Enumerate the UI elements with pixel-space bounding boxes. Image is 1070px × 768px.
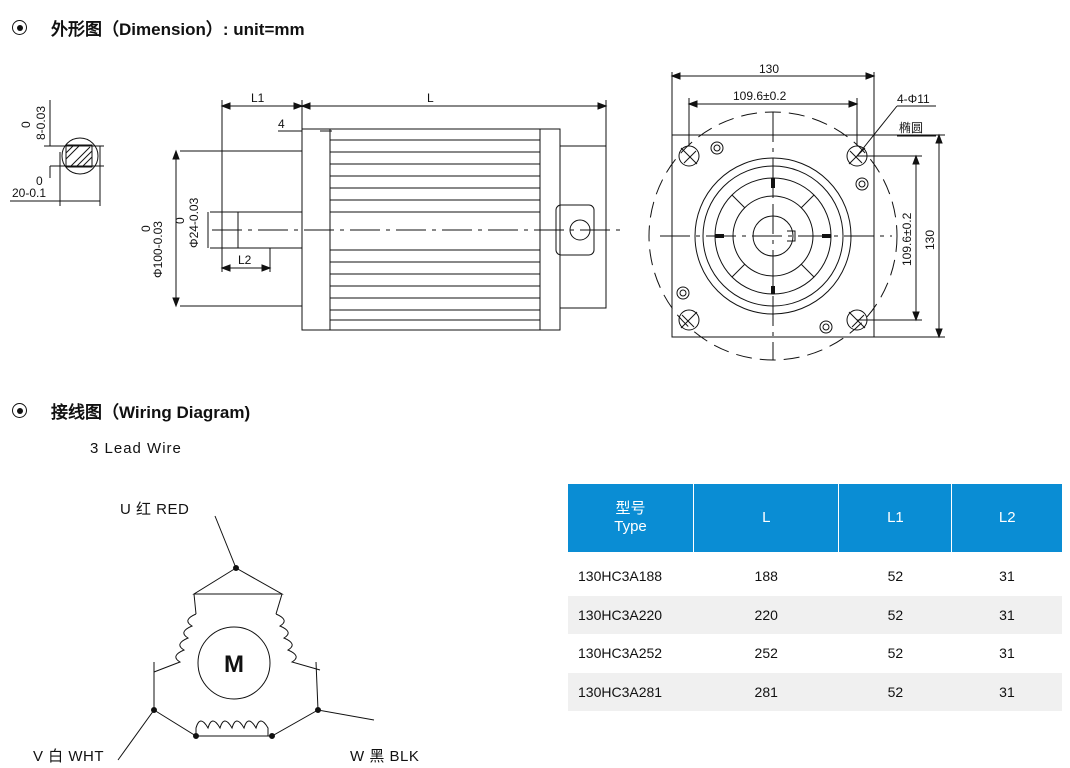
front-vert-spacing: 109.6±0.2 (900, 212, 914, 266)
cell-L2: 31 (951, 552, 1062, 596)
cell-L1: 52 (838, 595, 952, 634)
dim-L: L (427, 91, 434, 105)
table-row: 130HC3A281 281 52 31 (568, 672, 1062, 711)
motor-front-view: 130 109.6±0.2 4-Φ11 椭圆 109.6±0.2 130 (648, 62, 945, 361)
lead-w-label: W 黑 BLK (350, 748, 420, 765)
wiring-subtitle: 3 Lead Wire (90, 440, 182, 457)
cell-type: 130HC3A252 (568, 634, 694, 673)
dim-dia24-upper: 0 (173, 217, 187, 224)
wiring-heading-text: 接线图（Wiring Diagram) (51, 403, 251, 422)
depth-tol-label: 20-0.1 (12, 186, 46, 200)
coil-right (275, 613, 321, 671)
front-width-total: 130 (759, 62, 779, 76)
spec-table: 型号 Type L L1 L2 130HC3A188 188 52 31 130… (568, 484, 1062, 711)
wiring-diagram: M (117, 515, 375, 761)
header-type-cn: 型号 (615, 500, 646, 517)
header-L: L (692, 484, 839, 552)
lead-u-line (214, 515, 237, 569)
motor-symbol (197, 626, 271, 700)
front-ellipse-label: 椭圆 (899, 120, 923, 135)
dim-dia100-upper: 0 (139, 225, 153, 232)
shaft-circle (61, 137, 99, 175)
cell-L: 281 (693, 672, 839, 711)
cell-L: 220 (693, 595, 839, 634)
header-type: 型号 Type (568, 484, 694, 552)
spec-table-header: 型号 Type L L1 L2 (568, 484, 1062, 552)
dim-four: 4 (278, 117, 285, 131)
bullet-circle-icon (12, 403, 27, 418)
shaft-section: 8-0.03 0 20-0.1 0 (10, 100, 104, 206)
depth-upper-label: 0 (36, 174, 43, 188)
key-upper-label: 0 (19, 121, 33, 128)
bullet-circle-icon (12, 20, 27, 35)
cell-L1: 52 (838, 672, 952, 711)
cell-L2: 31 (951, 595, 1062, 634)
cell-type: 130HC3A220 (568, 595, 694, 634)
shaft-key-hatch (65, 144, 93, 168)
dimension-heading-text: 外形图（Dimension）: unit=mm (51, 20, 305, 39)
front-vert-total: 130 (923, 230, 937, 250)
cell-L2: 31 (951, 672, 1062, 711)
cell-type: 130HC3A281 (568, 672, 694, 711)
cell-L1: 52 (838, 634, 952, 673)
motor-label: M (224, 651, 244, 678)
header-L1: L1 (838, 484, 952, 552)
dim-dia24: Φ24-0.03 (187, 197, 201, 248)
table-row: 130HC3A220 220 52 31 (568, 595, 1062, 634)
key-tol-label: 8-0.03 (34, 106, 48, 140)
lead-u-label: U 红 RED (120, 501, 190, 518)
cell-L2: 31 (951, 634, 1062, 673)
lead-v-line (117, 709, 155, 761)
dim-dia100: Φ100-0.03 (151, 221, 165, 278)
front-holes-label: 4-Φ11 (897, 92, 930, 106)
table-row: 130HC3A252 252 52 31 (568, 634, 1062, 673)
wiring-heading: 接线图（Wiring Diagram) (12, 398, 250, 423)
cell-L: 252 (693, 634, 839, 673)
header-type-en: Type (614, 518, 647, 535)
table-row: 130HC3A188 188 52 31 (568, 552, 1062, 596)
header-L2: L2 (951, 484, 1062, 552)
lead-v-label: V 白 WHT (33, 748, 104, 765)
cell-type: 130HC3A188 (568, 552, 694, 596)
dim-L1: L1 (251, 91, 265, 105)
motor-side-view: L1 L 4 Φ100-0.03 0 Φ24-0.03 0 (139, 91, 620, 331)
motor-rear-cap (559, 145, 607, 309)
dim-L2: L2 (238, 253, 252, 267)
front-hole-spacing: 109.6±0.2 (733, 89, 787, 103)
motor-fins (330, 139, 540, 321)
dimension-heading: 外形图（Dimension）: unit=mm (12, 15, 305, 40)
cell-L: 188 (693, 552, 839, 596)
cell-L1: 52 (838, 552, 952, 596)
coil-bottom (195, 720, 269, 736)
coil-left (153, 613, 197, 673)
